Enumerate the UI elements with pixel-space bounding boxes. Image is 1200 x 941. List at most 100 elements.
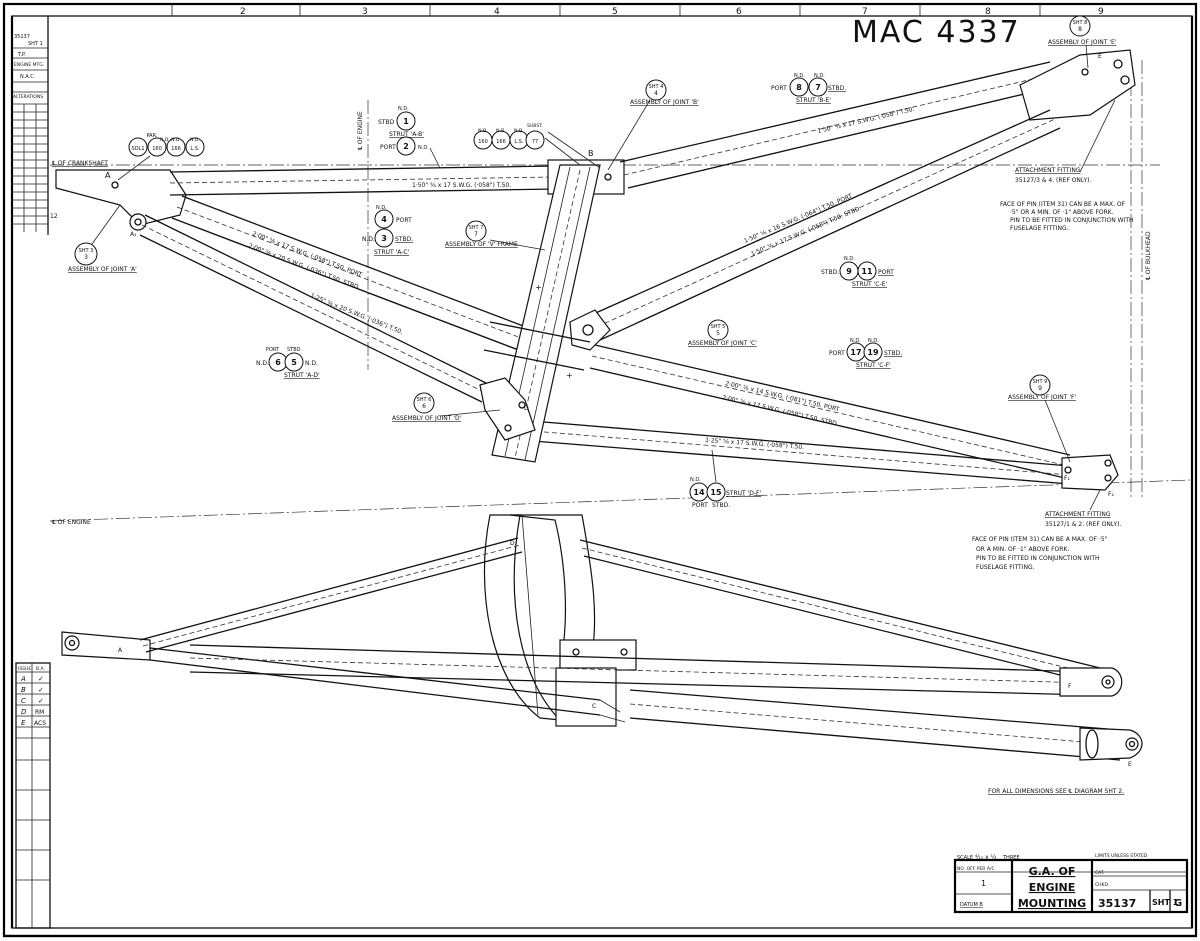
svg-text:SOL1: SOL1	[131, 146, 144, 152]
svg-text:19: 19	[867, 348, 879, 357]
plan-joint-e	[1079, 727, 1143, 761]
bulkhead-centreline-label: ℄ OF BULKHEAD	[1145, 231, 1152, 280]
row-marker: 12	[50, 213, 58, 220]
svg-text:SHT 7: SHT 7	[469, 225, 484, 231]
svg-text:STBD: STBD	[378, 119, 395, 126]
svg-text:166: 166	[496, 139, 506, 145]
svg-text:SHT 4: SHT 4	[649, 84, 664, 90]
svg-text:PIN TO BE FITTED IN CONJUNCTIO: PIN TO BE FITTED IN CONJUNCTION WITH	[976, 555, 1100, 562]
svg-text:STBD.: STBD.	[828, 85, 846, 92]
revision-issue: B	[21, 686, 26, 694]
svg-text:FUSELAGE FITTING.: FUSELAGE FITTING.	[1010, 225, 1069, 232]
svg-text:FUSELAGE FITTING.: FUSELAGE FITTING.	[976, 564, 1035, 571]
callout-joint-a: SHT 3 3 ASSEMBLY OF JOINT 'A'	[68, 204, 137, 273]
svg-text:ASSEMBLY OF JOINT 'B': ASSEMBLY OF JOINT 'B'	[630, 99, 699, 106]
strut-ac-label: 4 3 N.D. PORT N.D. STBD. STRUT 'A-C' 2·0…	[247, 205, 413, 292]
column-number: 4	[494, 7, 500, 17]
engine-centreline-label: ℄ OF ENGINE	[52, 519, 91, 526]
column-number: 2	[240, 7, 246, 17]
svg-text:CHKD.: CHKD.	[1095, 882, 1109, 888]
side-elevation-view: A A₁ B E C	[55, 49, 1136, 498]
svg-text:ASSEMBLY OF JOINT 'C': ASSEMBLY OF JOINT 'C'	[688, 340, 757, 347]
revision-ba: ✓	[38, 697, 44, 705]
svg-text:PORT: PORT	[396, 217, 412, 224]
svg-text:ASSEMBLY OF JOINT 'D': ASSEMBLY OF JOINT 'D'	[392, 415, 462, 422]
callout-joint-d: SHT 6 6 ASSEMBLY OF JOINT 'D'	[392, 392, 501, 422]
column-number: 6	[736, 7, 742, 17]
svg-text:7: 7	[474, 231, 478, 238]
svg-text:ASSEMBLY OF JOINT 'F': ASSEMBLY OF JOINT 'F'	[1008, 394, 1076, 401]
svg-text:L.S.: L.S.	[190, 146, 200, 152]
issue-letter: G	[1174, 898, 1182, 909]
engine-vertical-centreline-label: ℄ OF ENGINE	[357, 111, 364, 150]
svg-text:6: 6	[275, 358, 281, 367]
joint-b-letter: B	[588, 149, 594, 158]
revision-issue: C	[21, 697, 26, 705]
svg-text:STBD.: STBD.	[287, 347, 303, 353]
svg-text:N.D.: N.D.	[376, 205, 387, 211]
title-line: ENGINE	[1029, 881, 1076, 894]
strut-df-label: 1·25" ⁵⁄₈ x 17 S.W.G. (·058") T.50. 14 1…	[689, 437, 804, 509]
callout-joint-f: SHT 9 9 ASSEMBLY OF JOINT 'F'	[1008, 374, 1076, 463]
svg-text:PORT: PORT	[380, 144, 396, 151]
plan-joint-f	[1059, 667, 1123, 697]
svg-text:STBD.: STBD.	[821, 269, 839, 276]
svg-text:9: 9	[846, 267, 852, 276]
svg-text:1: 1	[403, 117, 409, 126]
svg-text:4: 4	[381, 215, 387, 224]
bushes-b-table: N.D. N.D. N.D. SUBST. 160 166 L.S. 77	[473, 123, 601, 169]
left-panel-line: N.A.C.	[20, 74, 36, 80]
svg-text:160: 160	[478, 139, 488, 145]
point-marker: +	[535, 283, 542, 292]
svg-text:N.D.: N.D.	[844, 256, 855, 262]
svg-text:OR A MIN. OF ·1" ABOVE FORK.: OR A MIN. OF ·1" ABOVE FORK.	[976, 546, 1069, 553]
svg-text:NO. OFF PER A/C: NO. OFF PER A/C	[957, 866, 995, 872]
joint-a-fitting	[55, 169, 187, 226]
left-panel: 35137 SHT 1 T.P. ENGINE MTG. N.A.C. ALTE…	[12, 16, 49, 235]
svg-text:STRUT 'C-E': STRUT 'C-E'	[852, 281, 887, 288]
revision-ba: ✓	[38, 675, 44, 683]
revision-ba: RM	[35, 709, 44, 716]
quantity-value: 1	[981, 879, 986, 888]
svg-text:N.D.: N.D.	[514, 128, 524, 134]
svg-text:35127/3 & 4. (REF ONLY).: 35127/3 & 4. (REF ONLY).	[1015, 177, 1091, 184]
revision-header: ISSUE	[18, 666, 31, 672]
revision-issue: A	[20, 675, 26, 683]
svg-text:6: 6	[422, 403, 426, 410]
callout-sheet: SHT 3	[79, 248, 94, 254]
svg-text:STRUT 'C-F': STRUT 'C-F'	[856, 362, 891, 369]
revision-issue: D	[21, 708, 27, 716]
plan-joint-a-letter: A	[118, 647, 123, 654]
attachment-fitting-e-note: ATTACHMENT FITTING 35127/3 & 4. (REF ONL…	[1000, 99, 1134, 232]
svg-text:STRUT 'A-D': STRUT 'A-D'	[284, 372, 320, 379]
plan-joint-f-letter: F	[1068, 683, 1072, 690]
svg-text:THREE: THREE	[1002, 855, 1020, 861]
column-number: 9	[1098, 7, 1104, 17]
v-frame	[491, 164, 601, 463]
joint-d-letter: D	[524, 405, 529, 412]
svg-text:4: 4	[654, 90, 658, 97]
joint-e-fitting	[1019, 49, 1136, 121]
column-number: 8	[985, 7, 991, 17]
svg-text:SHT 9: SHT 9	[1033, 379, 1048, 385]
svg-text:17: 17	[850, 348, 861, 357]
sheet-number: SHT 1	[1152, 898, 1179, 907]
crankshaft-centreline-label: ℄ OF CRANKSHAFT	[52, 160, 108, 167]
revision-table: ISSUE B.A. A ✓ B ✓ C ✓ D RM E ACS	[15, 662, 51, 929]
svg-text:SHT 5: SHT 5	[711, 324, 726, 330]
svg-text:160: 160	[152, 146, 162, 152]
svg-text:35127/1 & 2. (REF ONLY).: 35127/1 & 2. (REF ONLY).	[1045, 521, 1121, 528]
revision-ba: ACS	[34, 720, 46, 727]
centrelines: ℄ OF CRANKSHAFT ℄ OF ENGINE ℄ OF ENGINE …	[49, 60, 1191, 526]
svg-text:14: 14	[693, 488, 705, 497]
svg-text:PORT: PORT	[771, 85, 787, 92]
column-number: 3	[362, 7, 368, 17]
plan-joint-c-letter: C	[592, 703, 596, 710]
svg-text:N.D.: N.D.	[868, 338, 879, 344]
svg-text:11: 11	[861, 267, 873, 276]
svg-text:·5" OR A MIN. OF ·1" ABOVE FOR: ·5" OR A MIN. OF ·1" ABOVE FORK.	[1010, 209, 1114, 216]
svg-text:CAT.: CAT.	[1095, 870, 1105, 876]
svg-text:15: 15	[710, 488, 722, 497]
svg-text:ASSEMBLY OF 'V' FRAME: ASSEMBLY OF 'V' FRAME	[445, 241, 518, 248]
